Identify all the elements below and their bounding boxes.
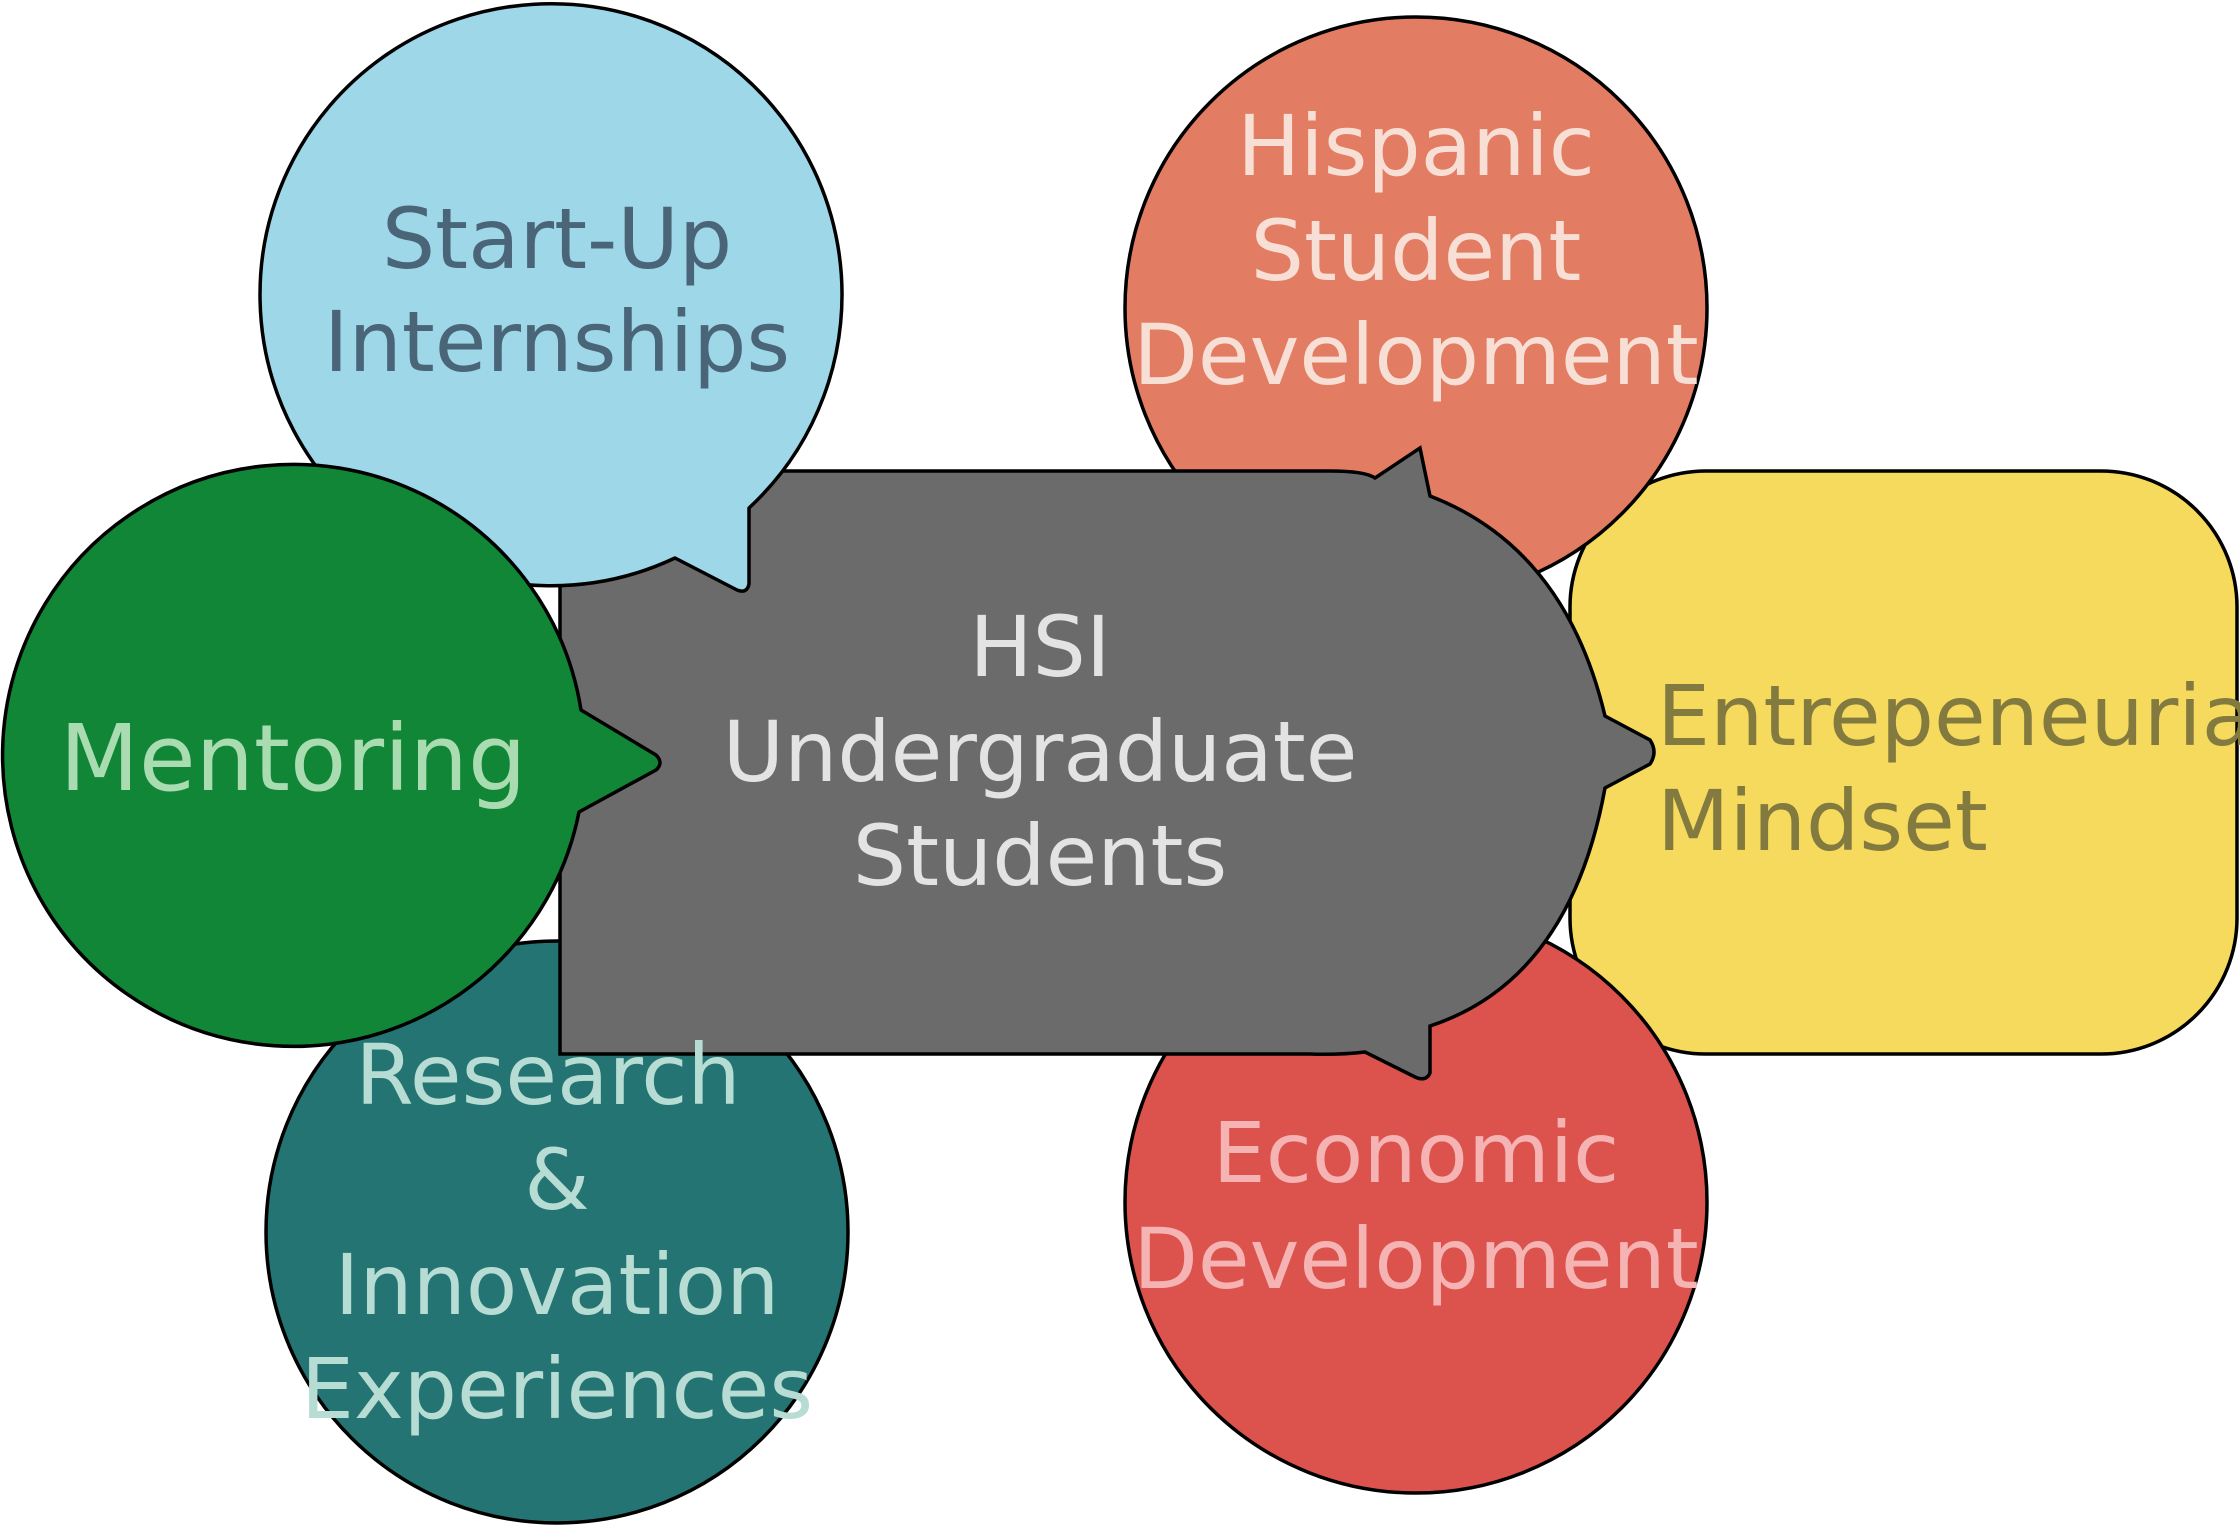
economic-line-2: Development <box>1133 1210 1698 1308</box>
center-label-line-3: Students <box>853 807 1227 905</box>
research-line-1: Research <box>355 1026 740 1124</box>
startup-internships-line-2: Internships <box>324 293 790 391</box>
hispanic-student-development-label: Hispanic Student Development <box>1133 97 1698 404</box>
node-research-innovation <box>264 939 850 1525</box>
economic-line-1: Economic <box>1213 1104 1620 1202</box>
center-label-line-1: HSI <box>969 598 1110 696</box>
research-innovation-label: Research & Innovation Experiences <box>301 1026 813 1438</box>
startup-internships-line-1: Start-Up <box>382 190 732 288</box>
hsi-center-shape <box>558 445 1656 1081</box>
startup-internships-label: Start-Up Internships <box>324 190 790 391</box>
hispanic-line-2: Student <box>1251 202 1582 300</box>
entrepreneurial-line-1: Entrepeneurial <box>1657 667 2240 765</box>
mentoring-label: Mentoring <box>60 705 527 812</box>
mentoring-line-1: Mentoring <box>60 705 527 812</box>
mentoring-shape <box>0 462 662 1049</box>
center-label: HSI Undergraduate Students <box>723 598 1358 905</box>
node-hsi-undergraduate-students <box>558 445 1656 1081</box>
research-line-3: Innovation <box>335 1236 780 1334</box>
center-label-line-2: Undergraduate <box>723 703 1358 801</box>
entrepreneurial-line-2: Mindset <box>1657 772 1988 870</box>
node-mentoring <box>0 462 662 1049</box>
hispanic-line-3: Development <box>1133 306 1698 404</box>
entrepreneurial-mindset-label: Entrepeneurial Mindset <box>1657 667 2240 870</box>
research-line-4: Experiences <box>301 1340 813 1438</box>
research-line-2: & <box>524 1131 590 1229</box>
research-innovation-shape <box>264 939 850 1525</box>
hispanic-line-1: Hispanic <box>1237 97 1595 195</box>
economic-development-label: Economic Development <box>1133 1104 1698 1308</box>
